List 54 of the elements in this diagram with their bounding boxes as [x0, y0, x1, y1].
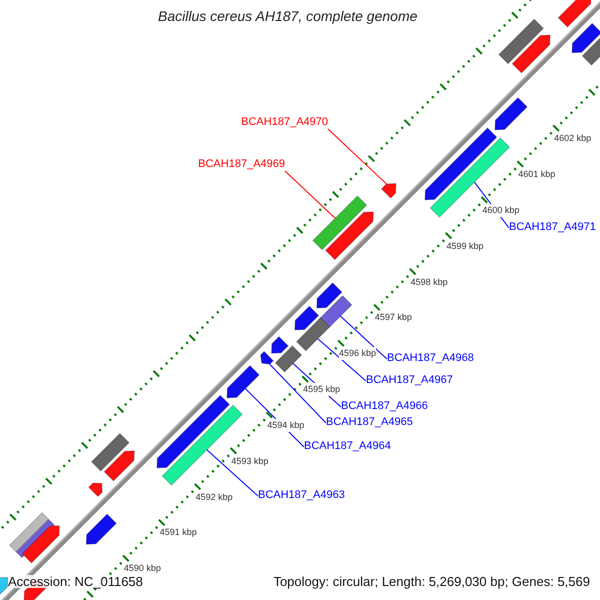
scale-label: 4591 kbp: [160, 526, 197, 540]
scale-label: 4602 kbp: [554, 132, 592, 146]
scale-label: 4599 kbp: [446, 240, 484, 253]
gene-label: BCAH187_A4965: [326, 416, 413, 429]
gene-label: BCAH187_A4969: [198, 158, 285, 171]
scale-label: 4590 kbp: [124, 562, 161, 576]
gene-label: BCAH187_A4971: [509, 221, 596, 234]
gene-block: [494, 97, 528, 130]
gene-block: [274, 345, 302, 373]
gene-block: [572, 22, 600, 54]
leader-line: [317, 338, 366, 382]
gene-block: [325, 211, 374, 260]
gene-block: [156, 394, 230, 468]
gene-label: BCAH187_A4964: [304, 440, 391, 453]
leader-line: [328, 128, 387, 184]
gene-block: [294, 306, 320, 330]
scale-label: 4600 kbp: [482, 204, 520, 217]
title: Bacillus cereus AH187, complete genome: [158, 10, 418, 23]
gene-block: [104, 450, 135, 482]
scale-label: 4601 kbp: [518, 168, 556, 181]
gene-block: [8, 512, 49, 552]
leader-line: [284, 170, 336, 219]
gene-block: [498, 18, 544, 64]
gene-block: [512, 34, 551, 74]
scale-label: 4598 kbp: [410, 276, 448, 289]
scale-label: 4593 kbp: [231, 454, 268, 468]
accession-text: Accession: NC_011658: [8, 575, 143, 588]
gene-block: [86, 514, 117, 545]
scale-label: 4596 kbp: [338, 347, 376, 360]
gene-block: [296, 317, 330, 352]
gene-block: [91, 432, 130, 472]
scale-label: 4594 kbp: [267, 418, 304, 432]
gene-label: BCAH187_A4967: [366, 374, 453, 387]
gene-block: [271, 336, 289, 354]
leader-line: [340, 316, 388, 360]
gene-block: [424, 127, 498, 200]
gene-block: [319, 295, 352, 328]
leader-line: [206, 449, 258, 496]
gene-block: [316, 282, 342, 308]
gene-label: BCAH187_A4970: [241, 116, 328, 129]
genome-info-text: Topology: circular; Length: 5,269,030 bp; Genes: 5,569: [273, 575, 590, 588]
scale-label: 4595 kbp: [303, 383, 340, 396]
gene-label: BCAH187_A4968: [387, 352, 474, 365]
gene-block: [88, 482, 103, 498]
gene-block: [380, 183, 396, 199]
scale-label: 4592 kbp: [196, 490, 233, 504]
gene-block: [226, 365, 260, 398]
gene-block: [558, 0, 592, 28]
scale-label: 4597 kbp: [374, 311, 412, 324]
gene-block: [22, 525, 60, 564]
gene-label: BCAH187_A4966: [341, 400, 428, 413]
gene-label: BCAH187_A4963: [258, 489, 345, 502]
gene-block: [312, 195, 368, 250]
leader-line: [269, 364, 326, 424]
